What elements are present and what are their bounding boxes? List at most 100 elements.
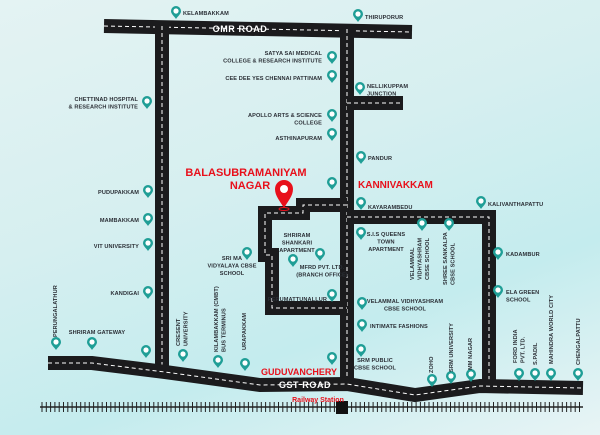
- place-marker[interactable]: CHENGALPATTU: [573, 318, 583, 381]
- place-marker[interactable]: PANDUR: [356, 151, 392, 164]
- place-marker[interactable]: MAHINDRA WORLD CITY: [546, 295, 556, 381]
- place-marker[interactable]: KELAMBAKKAM: [171, 6, 229, 19]
- place-label: JUNCTION: [367, 92, 396, 98]
- guduvanchery-label: GUDUVANCHERY: [261, 367, 337, 377]
- place-label: COLLEGE & RESEARCH INSTITUTE: [223, 59, 322, 65]
- place-marker[interactable]: SRM UNIVERSITY: [446, 323, 456, 384]
- location-pin-icon: [143, 213, 153, 226]
- place-label: ASTHINAPURAM: [275, 136, 322, 142]
- place-label: PANDUR: [368, 156, 392, 162]
- place-marker[interactable]: CHETTINAD HOSPITAL& RESEARCH INSTITUTE: [69, 96, 152, 111]
- place-label: CRESENT: [176, 318, 182, 346]
- place-marker[interactable]: MM NAGAR: [466, 338, 476, 382]
- place-marker[interactable]: VELAMMAL VIDHYASHRAM CBSE SCHOOL: [357, 297, 443, 313]
- location-pin-icon: [171, 6, 181, 19]
- location-pin-icon: [356, 344, 366, 357]
- place-label: KELAMBAKKAM: [183, 11, 229, 17]
- place-label: ZOHO: [429, 356, 435, 373]
- station-icon: [336, 401, 348, 414]
- place-label: ELA GREEN: [506, 290, 539, 296]
- place-marker[interactable]: SHRIRAM GATEWAY: [69, 330, 126, 350]
- place-label: INTIMATE FASHIONS: [370, 324, 428, 330]
- place-label: UNIVERSITY: [184, 311, 190, 346]
- location-pin-icon: [546, 368, 556, 381]
- place-marker[interactable]: [327, 177, 337, 190]
- place-marker[interactable]: ASTHINAPURAM: [275, 128, 337, 142]
- place-label: SHRIRAM: [284, 233, 311, 239]
- place-marker[interactable]: MAMBAKKAM: [100, 213, 153, 226]
- place-label: KAYARAMBEDU: [368, 205, 413, 211]
- place-label: PERUMATTUNALLUR: [268, 297, 327, 303]
- place-label: VELAMMAL VIDHYASHRAM: [367, 299, 444, 305]
- location-pin-icon: [573, 368, 583, 381]
- place-marker[interactable]: CEE DEE YES CHENNAI PATTINAM: [225, 70, 337, 83]
- location-pin-icon: [357, 297, 367, 310]
- place-marker[interactable]: NELLIKUPPAM JUNCTION: [355, 82, 408, 98]
- place-marker[interactable]: URAPAKKAM: [240, 313, 250, 371]
- place-marker[interactable]: [327, 352, 337, 365]
- location-pin-icon: [357, 319, 367, 332]
- place-label: MAMBAKKAM: [100, 218, 139, 224]
- place-marker[interactable]: ZOHO: [427, 356, 437, 387]
- place-label: NELLIKUPPAM: [367, 84, 408, 90]
- place-label: CBSE SCHOOL: [451, 242, 457, 285]
- place-marker[interactable]: KADAMBUR: [493, 247, 540, 260]
- location-pin-icon: [356, 227, 366, 240]
- place-label: VIDHYASHRAM: [418, 238, 424, 280]
- place-marker[interactable]: MFRD PVT. LTD.(BRANCH OFFICE): [296, 248, 348, 279]
- railway-track: [40, 401, 583, 414]
- place-label: MAHINDRA WORLD CITY: [549, 295, 555, 364]
- place-label: CBSE SCHOOL: [384, 307, 427, 313]
- place-marker[interactable]: KANDIGAI: [111, 286, 153, 299]
- place-marker[interactable]: THIRUPORUR: [353, 9, 403, 22]
- place-marker[interactable]: PERUNGALATHUR: [51, 285, 61, 350]
- place-label: SRM UNIVERSITY: [449, 323, 455, 372]
- place-marker[interactable]: VIT UNIVERSITY: [94, 238, 153, 251]
- place-marker[interactable]: KAYARAMBEDU: [356, 197, 413, 211]
- place-label: (BRANCH OFFICE): [296, 273, 348, 279]
- place-marker[interactable]: S.PADIL: [530, 342, 540, 381]
- location-pin-icon: [315, 248, 325, 261]
- highlight-title-line2: NAGAR: [230, 180, 270, 192]
- place-marker[interactable]: [141, 345, 151, 358]
- place-label: & RESEARCH INSTITUTE: [69, 105, 139, 111]
- location-pin-icon: [143, 238, 153, 251]
- place-marker[interactable]: KILAMBAKKAM (CMBT)BUS TERMINUS: [213, 286, 228, 368]
- location-pin-icon: [87, 337, 97, 350]
- place-label: KADAMBUR: [506, 252, 540, 258]
- location-pin-icon: [327, 289, 337, 302]
- place-label: SCHOOL: [220, 271, 245, 277]
- omr-road-label: OMR ROAD: [213, 24, 268, 34]
- road-network: [48, 19, 584, 403]
- location-pin-icon: [327, 51, 337, 64]
- place-marker[interactable]: INTIMATE FASHIONS: [357, 319, 428, 332]
- location-pin-icon: [530, 368, 540, 381]
- location-pin-icon: [288, 254, 298, 267]
- place-label: APOLLO ARTS & SCIENCE: [248, 113, 322, 119]
- place-marker[interactable]: KALIVANTHAPATTU: [476, 196, 543, 209]
- place-label: KILAMBAKKAM (CMBT): [214, 286, 220, 352]
- place-label: VELAMMAL: [410, 247, 416, 280]
- place-label: THIRUPORUR: [365, 15, 403, 21]
- location-pin-icon: [355, 82, 365, 95]
- kayarambedu-road-dashes: [347, 216, 490, 388]
- railway-station-label: Railway Station: [292, 397, 344, 404]
- place-label: PVT. LTD.: [521, 336, 527, 363]
- place-label: KALIVANTHAPATTU: [488, 202, 543, 208]
- place-marker[interactable]: PUDUPAKKAM: [98, 185, 153, 198]
- kannivakkam-label: KANNIVAKKAM: [358, 180, 433, 191]
- location-pin-icon: [327, 109, 337, 122]
- place-label: TOWN: [377, 240, 394, 246]
- place-marker[interactable]: PERUMATTUNALLUR: [268, 289, 337, 303]
